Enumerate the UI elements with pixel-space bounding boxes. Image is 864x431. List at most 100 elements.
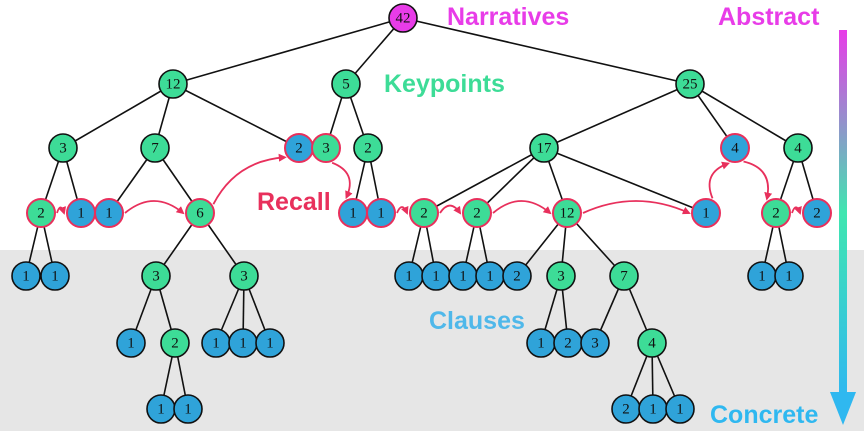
node-circle	[185, 198, 215, 228]
tree-node-clause: 2	[284, 133, 314, 163]
node-value: 1	[266, 335, 274, 351]
node-value: 1	[77, 205, 85, 221]
keypoints-label: Keypoints	[384, 70, 505, 98]
node-value: 2	[564, 335, 572, 351]
tree-node-clause: 1	[421, 261, 451, 291]
node-value: 2	[473, 205, 481, 221]
node-circle	[116, 328, 146, 358]
node-value: 1	[405, 268, 413, 284]
tree-node-clause: 1	[475, 261, 505, 291]
tree-node-keypoint: 12	[552, 198, 582, 228]
tree-node-keypoint: 3	[48, 133, 78, 163]
node-value: 1	[105, 205, 113, 221]
node-value: 5	[342, 76, 350, 92]
recall-arrow	[396, 205, 409, 215]
abstract-concrete-scale	[830, 30, 856, 425]
tree-node-clause: 1	[448, 261, 478, 291]
node-value: 2	[37, 205, 45, 221]
node-value: 12	[560, 205, 575, 221]
tree-node-clause: 1	[526, 328, 556, 358]
node-value: 2	[622, 401, 630, 417]
recall-arrow	[708, 161, 730, 199]
node-circle	[691, 198, 721, 228]
node-value: 1	[432, 268, 440, 284]
recall-arrows	[56, 153, 802, 215]
node-value: 3	[591, 335, 599, 351]
node-value: 2	[364, 140, 372, 156]
tree-node-keypoint: 6	[185, 198, 215, 228]
node-value: 1	[459, 268, 467, 284]
tree-node-keypoint: 2	[462, 198, 492, 228]
concrete-label: Concrete	[710, 401, 819, 429]
recall-arrow	[743, 160, 773, 201]
tree-node-keypoint: 3	[141, 261, 171, 291]
tree-node-keypoint: 4	[783, 133, 813, 163]
tree-edge	[402, 17, 691, 85]
tree-node-keypoint: 3	[229, 261, 259, 291]
tree-edge	[62, 83, 174, 149]
node-value: 1	[239, 335, 247, 351]
recall-arrow	[331, 161, 353, 200]
tree-node-clause: 1	[146, 394, 176, 424]
tree-node-keypoint: 2	[761, 198, 791, 228]
recall-arrow	[791, 206, 802, 215]
node-value: 1	[212, 335, 220, 351]
node-circle	[665, 394, 695, 424]
node-value: 42	[396, 10, 411, 26]
node-circle	[546, 261, 576, 291]
tree-node-clause: 1	[255, 328, 285, 358]
node-value: 1	[676, 401, 684, 417]
tree-node-keypoint: 17	[529, 133, 559, 163]
node-value: 4	[731, 140, 739, 156]
node-value: 2	[813, 205, 821, 221]
recall-arrow	[492, 200, 552, 215]
node-value: 12	[166, 76, 181, 92]
tree-node-keypoint: 3	[311, 133, 341, 163]
node-circle	[580, 328, 610, 358]
node-value: 1	[349, 205, 357, 221]
node-value: 25	[683, 76, 698, 92]
node-circle	[141, 261, 171, 291]
abstract-label: Abstract	[718, 3, 820, 31]
node-value: 2	[420, 205, 428, 221]
node-value: 6	[196, 205, 204, 221]
node-value: 2	[171, 335, 179, 351]
node-value: 1	[537, 335, 545, 351]
node-value: 4	[794, 140, 802, 156]
clauses-label: Clauses	[429, 307, 525, 335]
node-value: 1	[486, 268, 494, 284]
node-value: 1	[127, 335, 135, 351]
node-circle	[255, 328, 285, 358]
tree-node-clause: 1	[691, 198, 721, 228]
node-circle	[720, 133, 750, 163]
node-circle	[774, 261, 804, 291]
node-value: 1	[157, 401, 165, 417]
node-circle	[311, 133, 341, 163]
node-circle	[637, 328, 667, 358]
tree-node-clause: 1	[338, 198, 368, 228]
node-circle	[529, 133, 559, 163]
tree-node-clause: 1	[94, 198, 124, 228]
tree-node-clause: 1	[66, 198, 96, 228]
tree-node-clause: 1	[228, 328, 258, 358]
recall-arrow	[56, 206, 67, 215]
tree-edge	[172, 17, 404, 85]
node-value: 7	[151, 140, 159, 156]
tree-edge	[543, 83, 691, 149]
recall-arrow	[212, 153, 287, 205]
tree-node-clause: 2	[611, 394, 641, 424]
tree-node-clause: 2	[802, 198, 832, 228]
node-circle	[502, 261, 532, 291]
recall-arrow	[582, 200, 691, 215]
node-circle	[11, 261, 41, 291]
tree-node-clause: 1	[116, 328, 146, 358]
node-value: 3	[240, 268, 248, 284]
tree-node-clause: 1	[747, 261, 777, 291]
tree-node-clause: 1	[11, 261, 41, 291]
node-circle	[158, 69, 188, 99]
tree-node-keypoint: 25	[675, 69, 705, 99]
node-circle	[353, 133, 383, 163]
